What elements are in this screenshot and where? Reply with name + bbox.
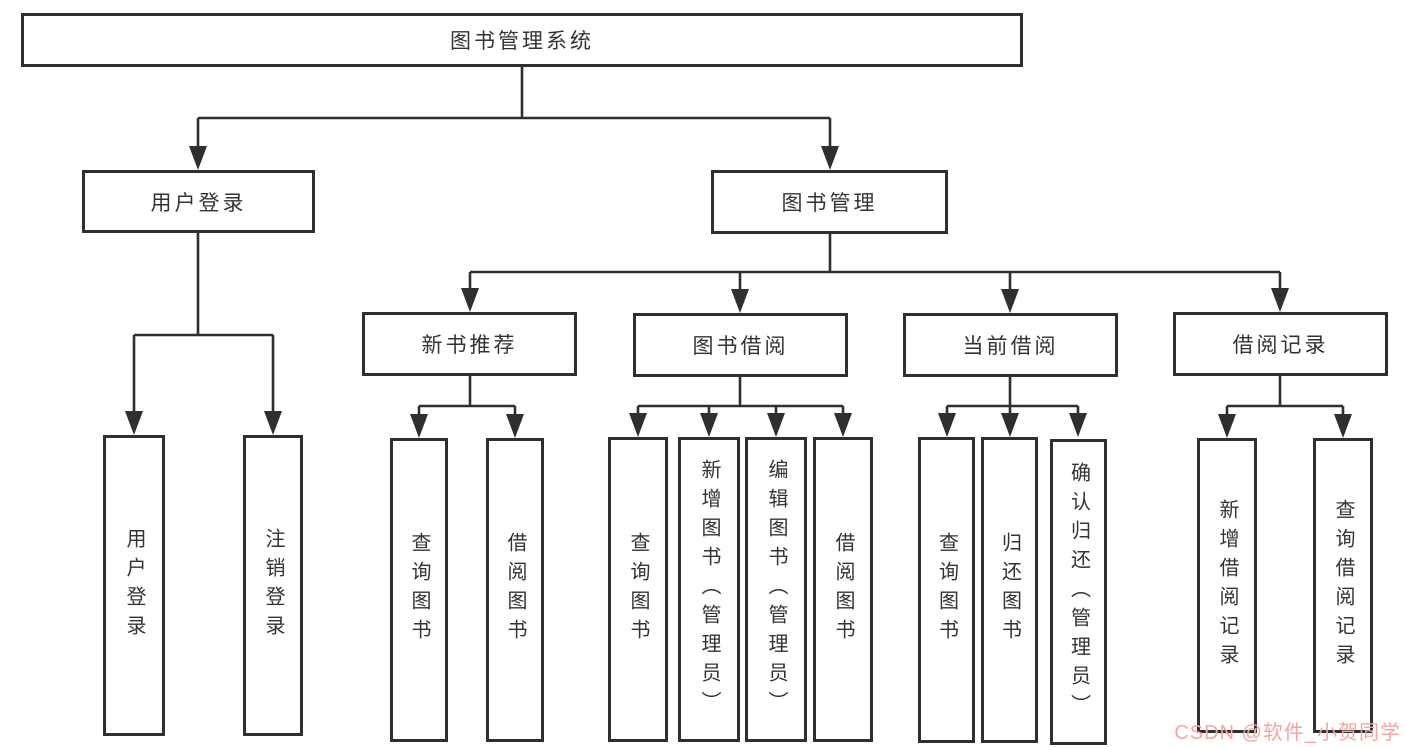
node-label: 编辑图书（管理员） bbox=[765, 459, 787, 720]
node-edit-books-admin: 编辑图书（管理员） bbox=[745, 437, 807, 742]
node-label: 图书借阅 bbox=[692, 335, 789, 358]
node-book-management-module: 图书管理 bbox=[711, 170, 948, 234]
node-add-borrow-record: 新增借阅记录 bbox=[1197, 438, 1257, 733]
arrow-heads bbox=[125, 146, 1352, 438]
node-confirm-return-admin: 确认归还（管理员） bbox=[1050, 439, 1107, 745]
connector-borrow-records-to-leaves bbox=[1227, 376, 1343, 408]
connector-book-borrowing-to-leaves bbox=[638, 377, 843, 408]
node-label: 图书管理 bbox=[781, 192, 878, 215]
node-label: 新增图书（管理员） bbox=[698, 459, 720, 720]
node-label: 用户登录 bbox=[150, 191, 247, 215]
node-label: 归还图书 bbox=[998, 532, 1021, 648]
watermark-csdn: CSDN @软件_小贺同学 bbox=[1174, 722, 1401, 744]
connector-book-management-to-level3 bbox=[470, 234, 1280, 274]
node-add-books-admin: 新增图书（管理员） bbox=[678, 437, 740, 742]
connector-user-login-to-leaves bbox=[134, 233, 273, 337]
node-query-books-current: 查询图书 bbox=[918, 437, 975, 743]
node-label: 借阅图书 bbox=[832, 531, 854, 648]
node-user-login-action: 用户登录 bbox=[103, 435, 165, 736]
node-current-borrowing: 当前借阅 bbox=[903, 313, 1118, 377]
node-label: 注销登录 bbox=[262, 527, 284, 644]
node-label: 查询图书 bbox=[935, 532, 958, 648]
node-label: 借阅记录 bbox=[1232, 334, 1329, 357]
connector-root-to-level2 bbox=[198, 67, 830, 120]
node-user-login-module: 用户登录 bbox=[82, 170, 315, 233]
node-borrowing-records: 借阅记录 bbox=[1173, 312, 1388, 376]
node-borrow-books-recommend: 借阅图书 bbox=[486, 438, 544, 742]
connector-current-borrowing-to-leaves bbox=[947, 377, 1078, 408]
node-label: 图书管理系统 bbox=[450, 30, 594, 53]
node-query-books-borrowing: 查询图书 bbox=[608, 437, 668, 742]
node-new-book-recommendation: 新书推荐 bbox=[362, 312, 577, 376]
node-query-borrow-record: 查询借阅记录 bbox=[1313, 438, 1373, 733]
node-label: 查询图书 bbox=[627, 531, 649, 648]
node-library-management-system: 图书管理系统 bbox=[21, 13, 1023, 67]
node-logout-action: 注销登录 bbox=[243, 435, 303, 736]
node-return-books: 归还图书 bbox=[981, 437, 1038, 743]
node-borrow-books-borrowing: 借阅图书 bbox=[813, 437, 873, 742]
node-label: 新书推荐 bbox=[421, 334, 518, 357]
node-label: 借阅图书 bbox=[504, 532, 526, 648]
node-label: 新增借阅记录 bbox=[1216, 498, 1238, 673]
arrow-shafts bbox=[132, 118, 1345, 430]
node-label: 用户登录 bbox=[123, 527, 145, 644]
node-label: 查询借阅记录 bbox=[1332, 498, 1354, 673]
connector-new-book-to-leaves bbox=[419, 376, 515, 408]
node-label: 查询图书 bbox=[408, 532, 430, 648]
node-label: 确认归还（管理员） bbox=[1067, 461, 1090, 723]
node-book-borrowing: 图书借阅 bbox=[633, 313, 848, 377]
node-query-books-recommend: 查询图书 bbox=[390, 438, 448, 742]
node-label: 当前借阅 bbox=[962, 335, 1059, 358]
